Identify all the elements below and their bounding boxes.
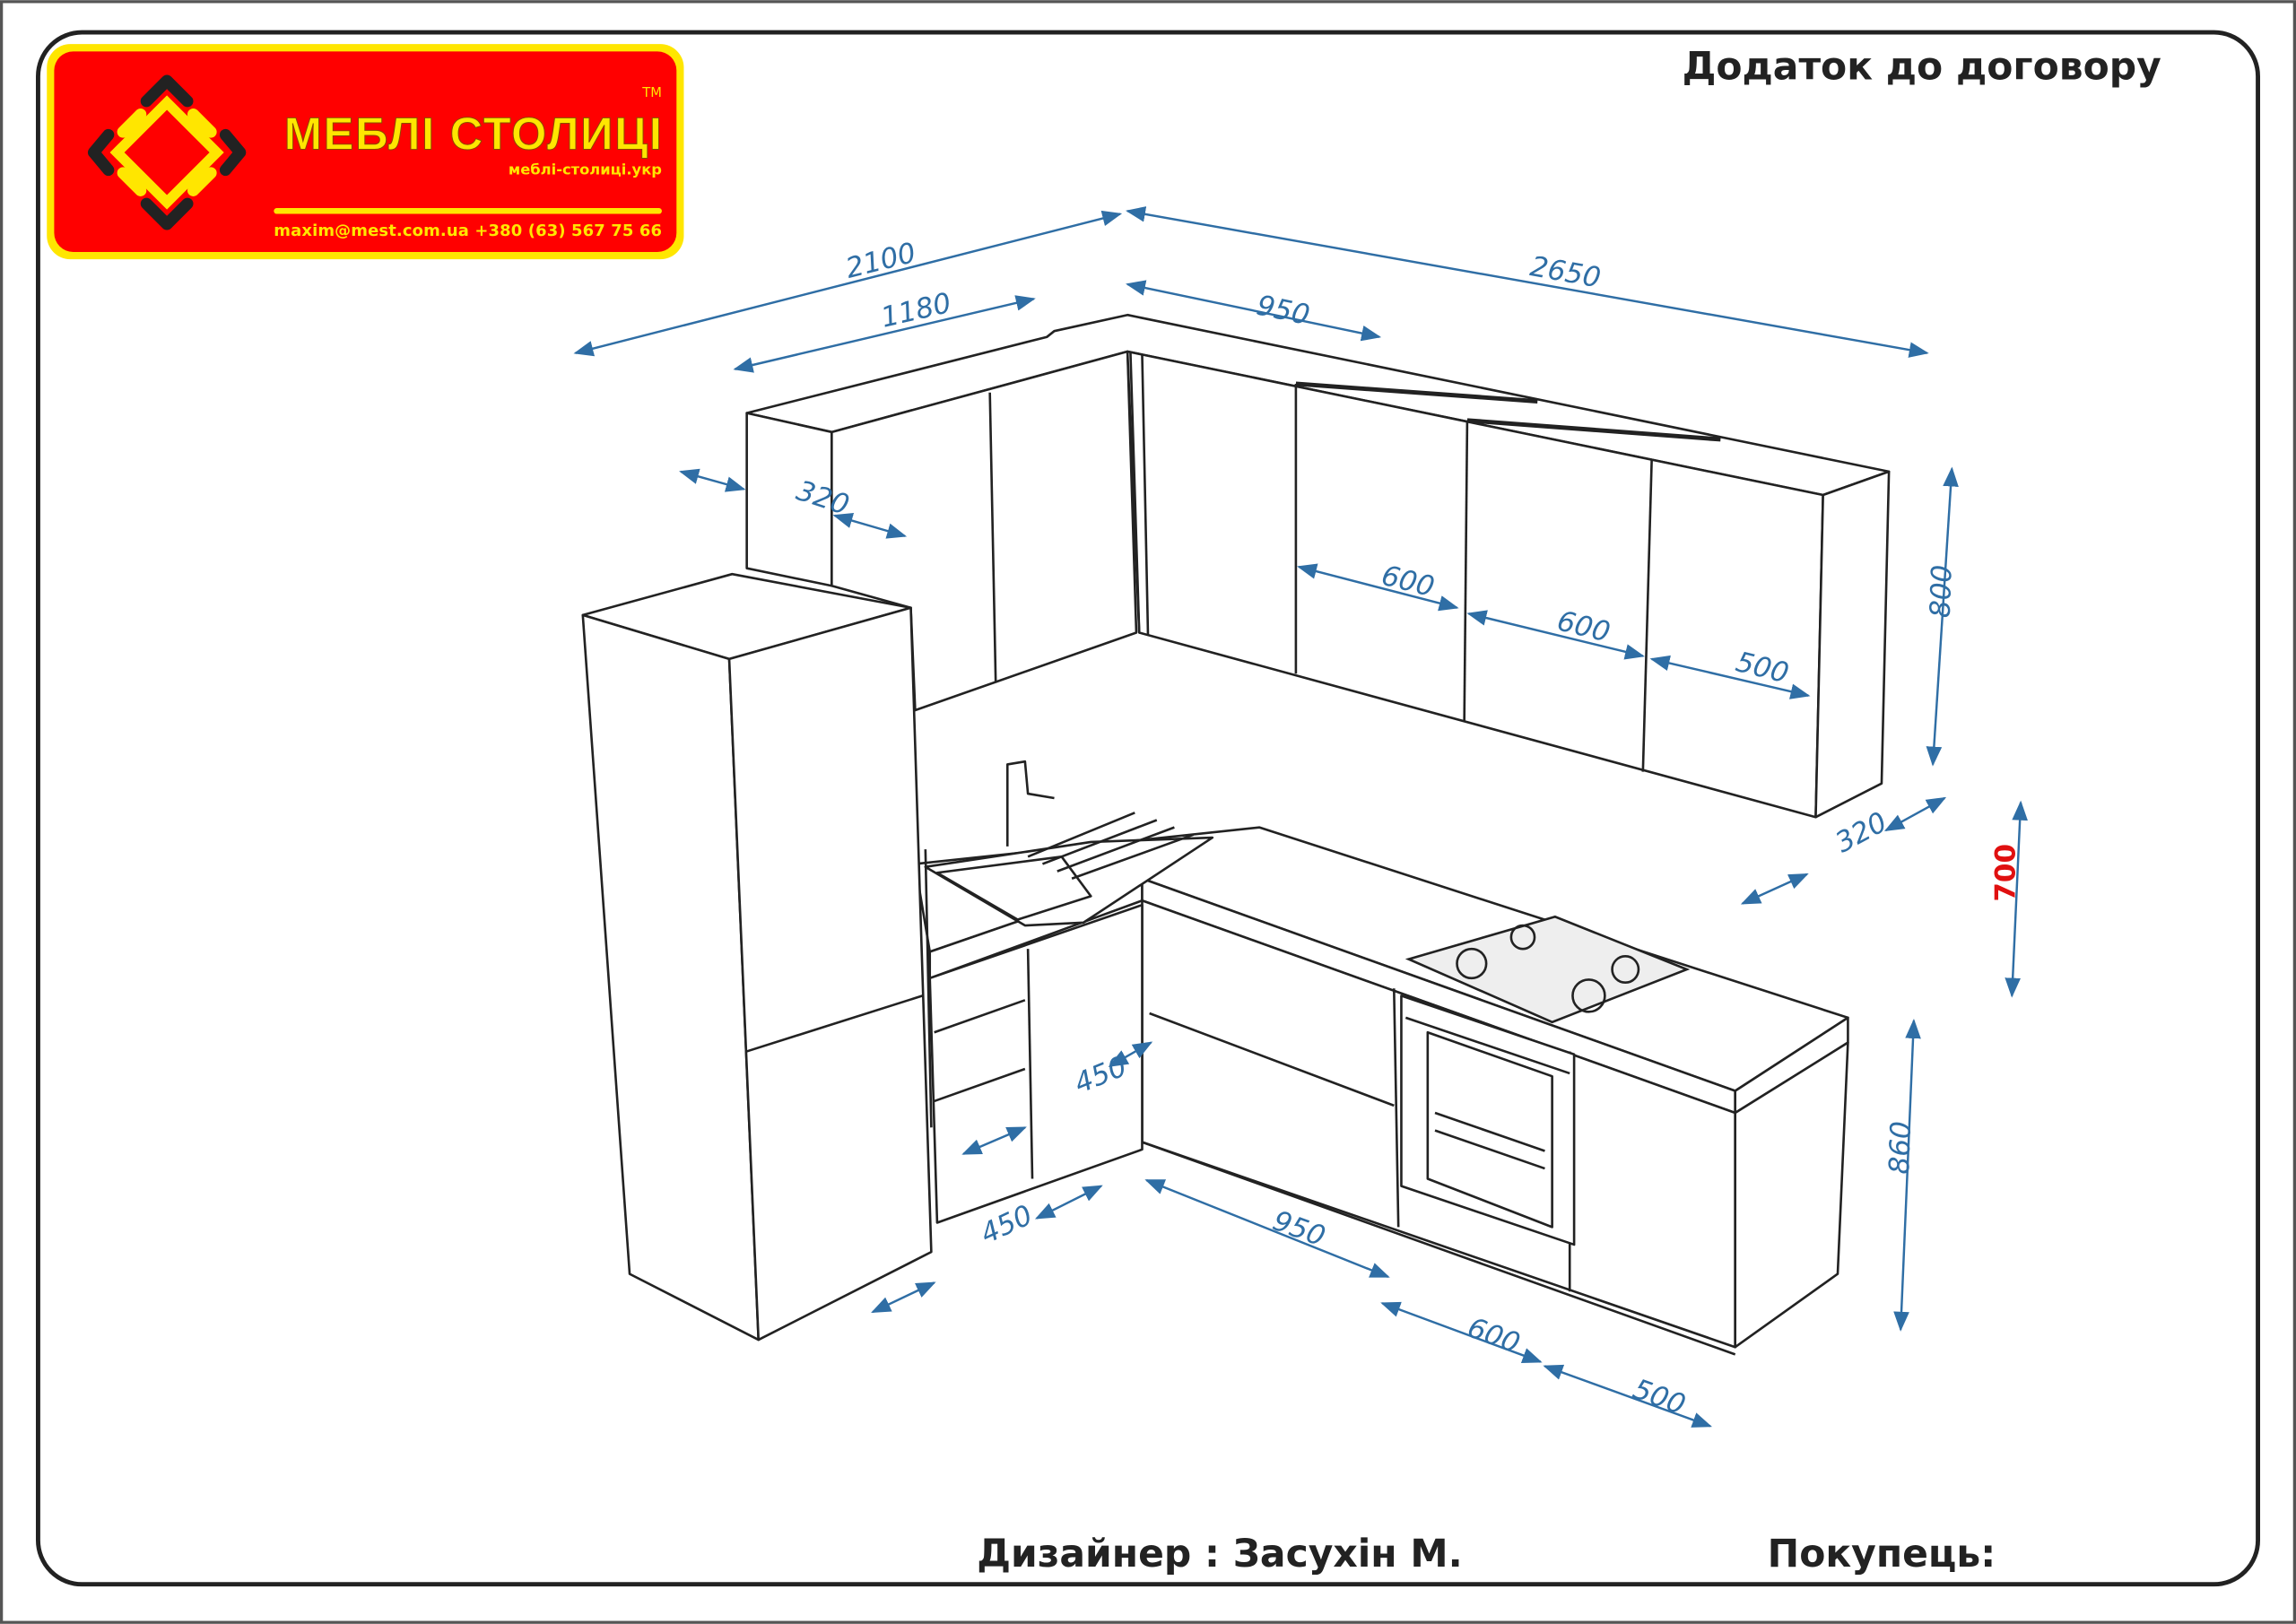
sheet-frame [36, 30, 2260, 1587]
base-cabinets [914, 760, 1849, 1356]
dim-upper-right-total: 2650 [1527, 250, 1603, 294]
customer-label: Покупець: [1768, 1533, 1996, 1576]
dim-base-height: 860 [1883, 1121, 1918, 1175]
page-title: Додаток до договору [1683, 45, 2161, 89]
dim-upper-corner: 950 [1254, 290, 1312, 333]
brand-website: меблі-столиці.укр [509, 161, 662, 178]
cooktop [1405, 915, 1691, 1024]
fridge [581, 572, 933, 1342]
dim-base-oven: 600 [1463, 1312, 1524, 1360]
sink [924, 760, 1214, 927]
dim-base-corner: 950 [1268, 1204, 1329, 1253]
dim-base-end: 500 [1629, 1373, 1690, 1421]
logo-diamond-icon [87, 74, 247, 230]
dim-upper-right-depth: 320 [1831, 806, 1892, 860]
dim-upper-left-cabinet: 1180 [878, 287, 954, 334]
upper-cabinets [745, 313, 1891, 819]
oven [1400, 994, 1576, 1246]
dim-upper-left-total: 2100 [842, 237, 918, 285]
dim-gap-height: 700 [1990, 844, 2022, 902]
designer-label: Дизайнер : Засухін М. [977, 1533, 1463, 1576]
trademark-mark: TM [641, 85, 662, 100]
dimension-lines [573, 206, 2028, 1428]
brand-name: МЕБЛІ СТОЛИЦІ [284, 109, 662, 160]
company-logo: TM МЕБЛІ СТОЛИЦІ меблі-столиці.укр maxim… [47, 44, 684, 260]
dim-upper-height: 800 [1925, 564, 1959, 618]
brand-contacts: maxim@mest.com.ua +380 (63) 567 75 66 [274, 221, 662, 240]
